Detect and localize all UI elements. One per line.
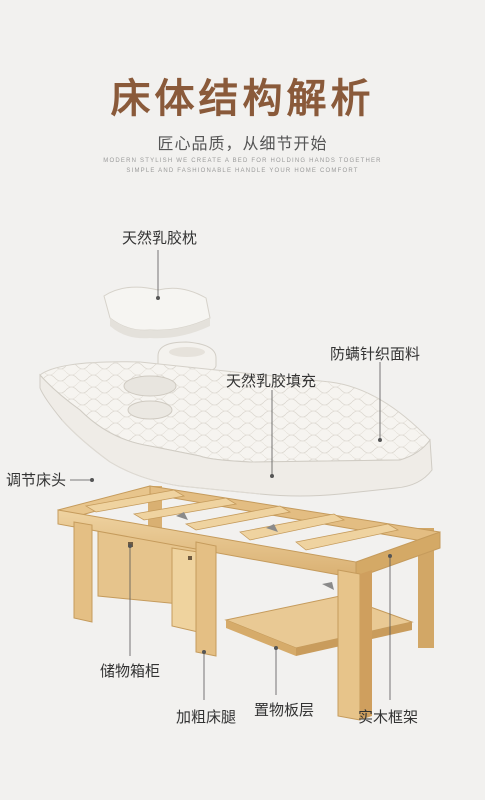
latex-pillow	[103, 286, 211, 339]
mattress	[39, 361, 433, 497]
label-thick-legs: 加粗床腿	[176, 708, 237, 726]
tagline-line-1: MODERN STYLISH WE CREATE A BED FOR HOLDI…	[103, 158, 382, 164]
wooden-frame	[57, 485, 441, 721]
label-solid-wood-frame: 实木框架	[358, 708, 419, 726]
label-latex-pillow: 天然乳胶枕	[122, 229, 198, 247]
leader-dots	[90, 296, 392, 654]
face-cushion	[157, 341, 217, 373]
leader-lines	[70, 250, 391, 700]
page-subtitle: 匠心品质，从细节开始	[157, 134, 328, 153]
label-storage-cabinet: 储物箱柜	[100, 662, 161, 680]
tagline-line-2: SIMPLE AND FASHIONABLE HANDLE YOUR HOME …	[126, 168, 359, 174]
label-adjustable-headrest: 调节床头	[6, 471, 67, 489]
page-title: 床体结构解析	[110, 76, 375, 122]
label-latex-filling: 天然乳胶填充	[226, 372, 317, 390]
label-anti-mite-fabric: 防螨针织面料	[330, 345, 421, 363]
label-storage-shelf: 置物板层	[254, 701, 315, 719]
